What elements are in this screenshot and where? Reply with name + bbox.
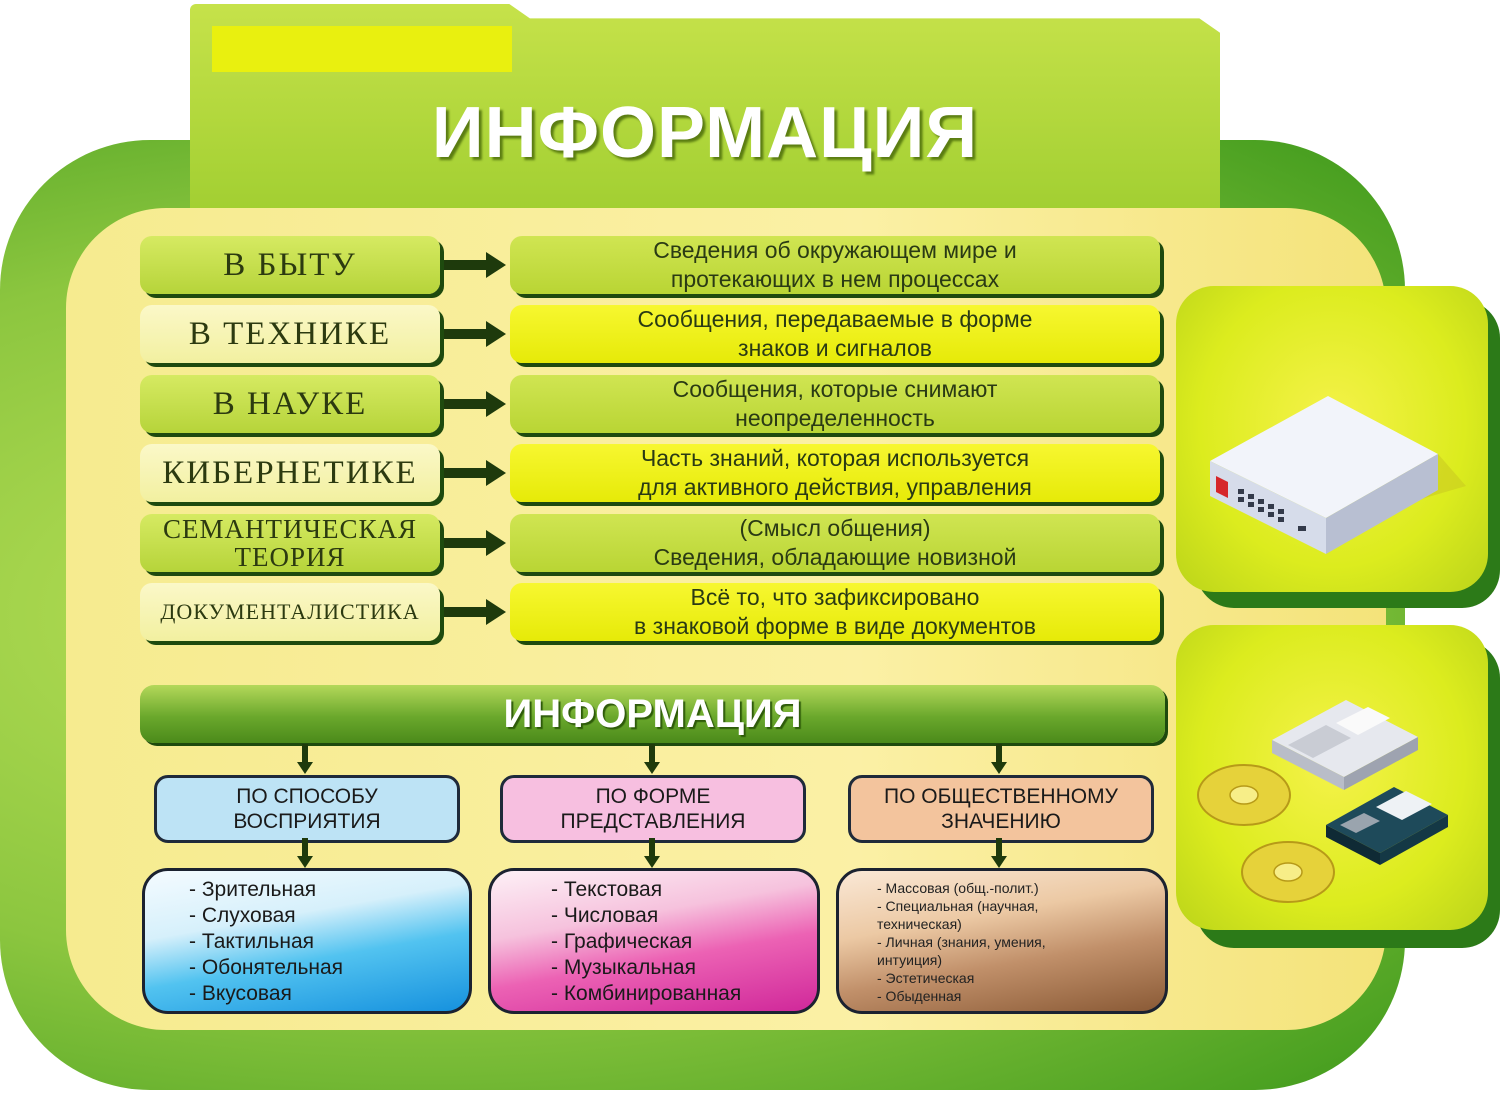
label-byt: В БЫТУ	[140, 236, 440, 294]
right-arrow-icon	[444, 599, 506, 625]
list-item: - Личная (знания, умения,	[877, 934, 1046, 950]
down-arrow-icon	[297, 744, 313, 774]
social-list: - Массовая (общ.-полит.) - Специальная (…	[877, 879, 1046, 1005]
desc-tekhnika: Сообщения, передаваемые в форме знаков и…	[510, 305, 1160, 363]
form-list-box: - Текстовая - Числовая - Графическая - М…	[488, 868, 820, 1014]
floppy-disks-and-cds-icon	[1197, 700, 1448, 903]
desc-byt: Сведения об окружающем мире и протекающи…	[510, 236, 1160, 294]
perception-list: - Зрительная - Слуховая - Тактильная - О…	[189, 877, 343, 1007]
desc-dokumentalistika: Всё то, что зафиксировано в знаковой фор…	[510, 583, 1160, 641]
router-tile	[1176, 286, 1488, 592]
disks-tile	[1176, 625, 1488, 930]
list-item: - Текстовая	[551, 878, 663, 901]
list-item: - Эстетическая	[877, 970, 975, 986]
list-item: - Зрительная	[189, 878, 317, 901]
form-list: - Текстовая - Числовая - Графическая - М…	[551, 877, 741, 1007]
tab-stripe	[212, 26, 512, 72]
list-item: - Массовая (общ.-полит.)	[877, 880, 1039, 896]
down-arrow-icon	[991, 744, 1007, 774]
right-arrow-icon	[444, 252, 506, 278]
list-item: техническая)	[877, 916, 962, 932]
list-item: - Обыденная	[877, 988, 962, 1004]
list-item: - Числовая	[551, 904, 659, 927]
perception-list-box: - Зрительная - Слуховая - Тактильная - О…	[142, 868, 472, 1014]
down-arrow-icon	[644, 838, 660, 868]
list-item: - Обонятельная	[189, 956, 344, 979]
list-item: - Вкусовая	[189, 982, 292, 1005]
list-item: - Специальная (научная,	[877, 898, 1039, 914]
social-list-box: - Массовая (общ.-полит.) - Специальная (…	[836, 868, 1168, 1014]
right-arrow-icon	[444, 530, 506, 556]
down-arrow-icon	[297, 838, 313, 868]
down-arrow-icon	[991, 838, 1007, 868]
desc-kibernetika: Часть знаний, которая используется для а…	[510, 444, 1160, 502]
list-item: - Комбинированная	[551, 982, 742, 1005]
list-item: интуиция)	[877, 952, 943, 968]
list-item: - Тактильная	[189, 930, 315, 953]
network-router-icon	[1210, 396, 1466, 554]
category-social: ПО ОБЩЕСТВЕННОМУ ЗНАЧЕНИЮ	[848, 775, 1154, 843]
label-dokumentalistika: ДОКУМЕНТАЛИСТИКА	[140, 583, 440, 641]
category-form: ПО ФОРМЕ ПРЕДСТАВЛЕНИЯ	[500, 775, 806, 843]
desc-semantika: (Смысл общения) Сведения, обладающие нов…	[510, 514, 1160, 572]
page-title: ИНФОРМАЦИЯ	[431, 93, 979, 173]
right-arrow-icon	[444, 321, 506, 347]
list-item: - Слуховая	[189, 904, 296, 927]
label-nauka: В НАУКЕ	[140, 375, 440, 433]
category-perception: ПО СПОСОБУ ВОСПРИЯТИЯ	[154, 775, 460, 843]
right-arrow-icon	[444, 391, 506, 417]
classification-title-bar: ИНФОРМАЦИЯ	[140, 685, 1165, 743]
right-arrow-icon	[444, 460, 506, 486]
label-kibernetika: КИБЕРНЕТИКЕ	[140, 444, 440, 502]
list-item: - Графическая	[551, 930, 693, 953]
desc-nauka: Сообщения, которые снимают неопределенно…	[510, 375, 1160, 433]
label-tekhnika: В ТЕХНИКЕ	[140, 305, 440, 363]
list-item: - Музыкальная	[551, 956, 696, 979]
label-semantika: СЕМАНТИЧЕСКАЯ ТЕОРИЯ	[140, 514, 440, 572]
down-arrow-icon	[644, 744, 660, 774]
